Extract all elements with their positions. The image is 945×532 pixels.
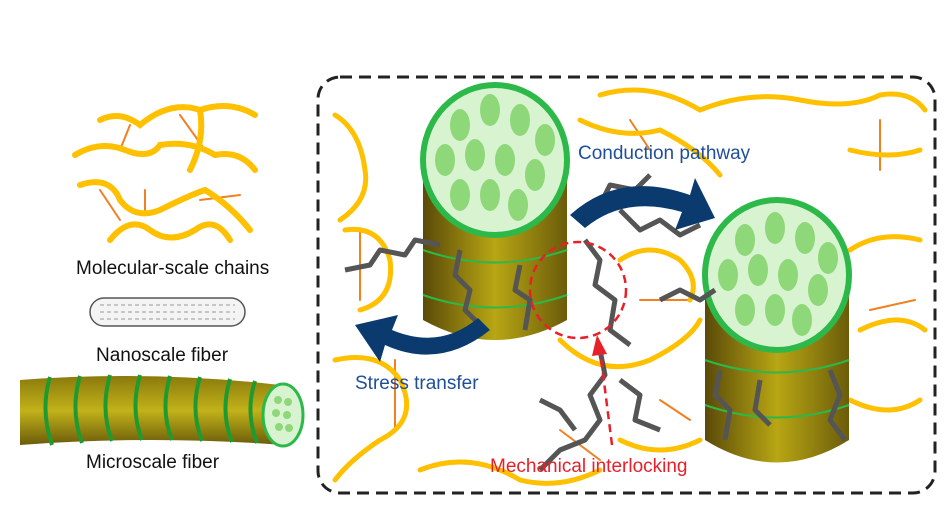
microfiber-cylinder-left (420, 82, 570, 340)
nanoscale-fiber-graphic (89, 297, 246, 327)
label-stress-transfer: Stress transfer (355, 373, 479, 394)
nanotube-strands (344, 173, 847, 472)
label-microscale-fiber: Microscale fiber (86, 452, 220, 473)
stress-transfer-arrow (355, 315, 490, 362)
label-nanoscale-fiber: Nanoscale fiber (96, 345, 229, 366)
zoom-region-box (316, 75, 937, 495)
microscale-fiber-graphic (20, 374, 305, 448)
molecular-chain-network (72, 103, 258, 243)
matrix-chains (332, 87, 928, 486)
conduction-arrow (570, 178, 715, 230)
microfiber-cylinder-right (702, 197, 852, 463)
label-conduction-pathway: Conduction pathway (578, 143, 751, 164)
interlock-highlight-circle (528, 240, 628, 340)
interlock-pointer-arrow (598, 349, 614, 446)
label-mechanical-interlocking: Mechanical interlocking (490, 456, 688, 477)
label-molecular-scale-chains: Molecular-scale chains (76, 258, 270, 279)
